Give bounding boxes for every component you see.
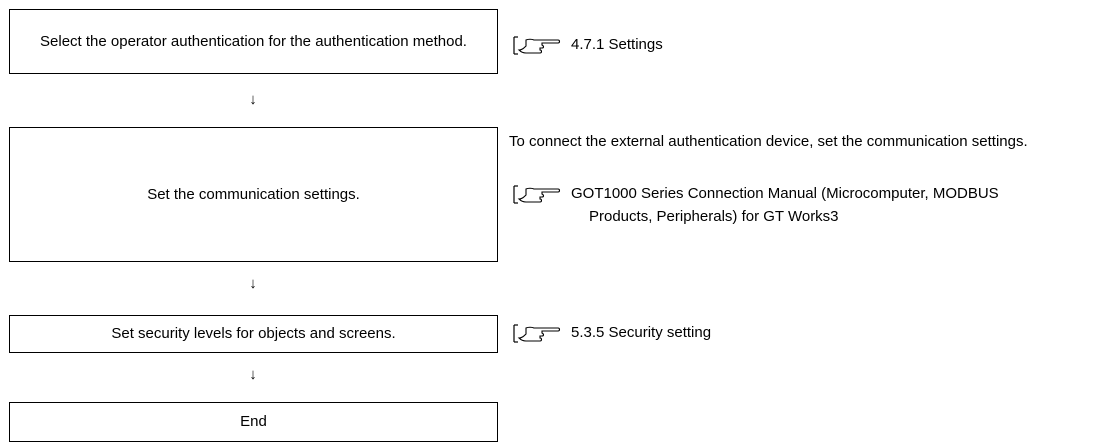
flow-arrow-down: ↓ (249, 91, 257, 108)
step-security-levels-label: Set security levels for objects and scre… (111, 325, 396, 342)
step-communication-settings-box: Set the communication settings. (9, 127, 498, 262)
reference-security-setting: 5.3.5 Security setting (512, 322, 711, 344)
reference-security-setting-text: 5.3.5 Security setting (571, 324, 712, 341)
step-security-levels-box: Set security levels for objects and scre… (9, 315, 498, 353)
reference-settings-text: 4.7.1 Settings (571, 36, 663, 53)
communication-note: To connect the external authentication d… (509, 133, 1028, 150)
flow-arrow-down: ↓ (249, 366, 257, 383)
reference-hand-icon (512, 183, 562, 205)
reference-connection-manual-line1: GOT1000 Series Connection Manual (Microc… (571, 185, 999, 202)
reference-settings: 4.7.1 Settings (512, 34, 663, 56)
reference-connection-manual-text: GOT1000 Series Connection Manual (Microc… (571, 182, 1111, 228)
step-end-label: End (240, 413, 267, 430)
flow-arrow-down: ↓ (249, 275, 257, 292)
step-communication-settings-label: Set the communication settings. (147, 185, 360, 203)
reference-connection-manual: GOT1000 Series Connection Manual (Microc… (512, 182, 1111, 228)
reference-hand-icon (512, 34, 562, 56)
reference-hand-icon (512, 322, 562, 344)
step-select-authentication-label: Select the operator authentication for t… (40, 32, 467, 50)
step-end-box: End (9, 402, 498, 442)
reference-connection-manual-line2: Products, Peripherals) for GT Works3 (589, 208, 839, 225)
step-select-authentication-box: Select the operator authentication for t… (9, 9, 498, 74)
